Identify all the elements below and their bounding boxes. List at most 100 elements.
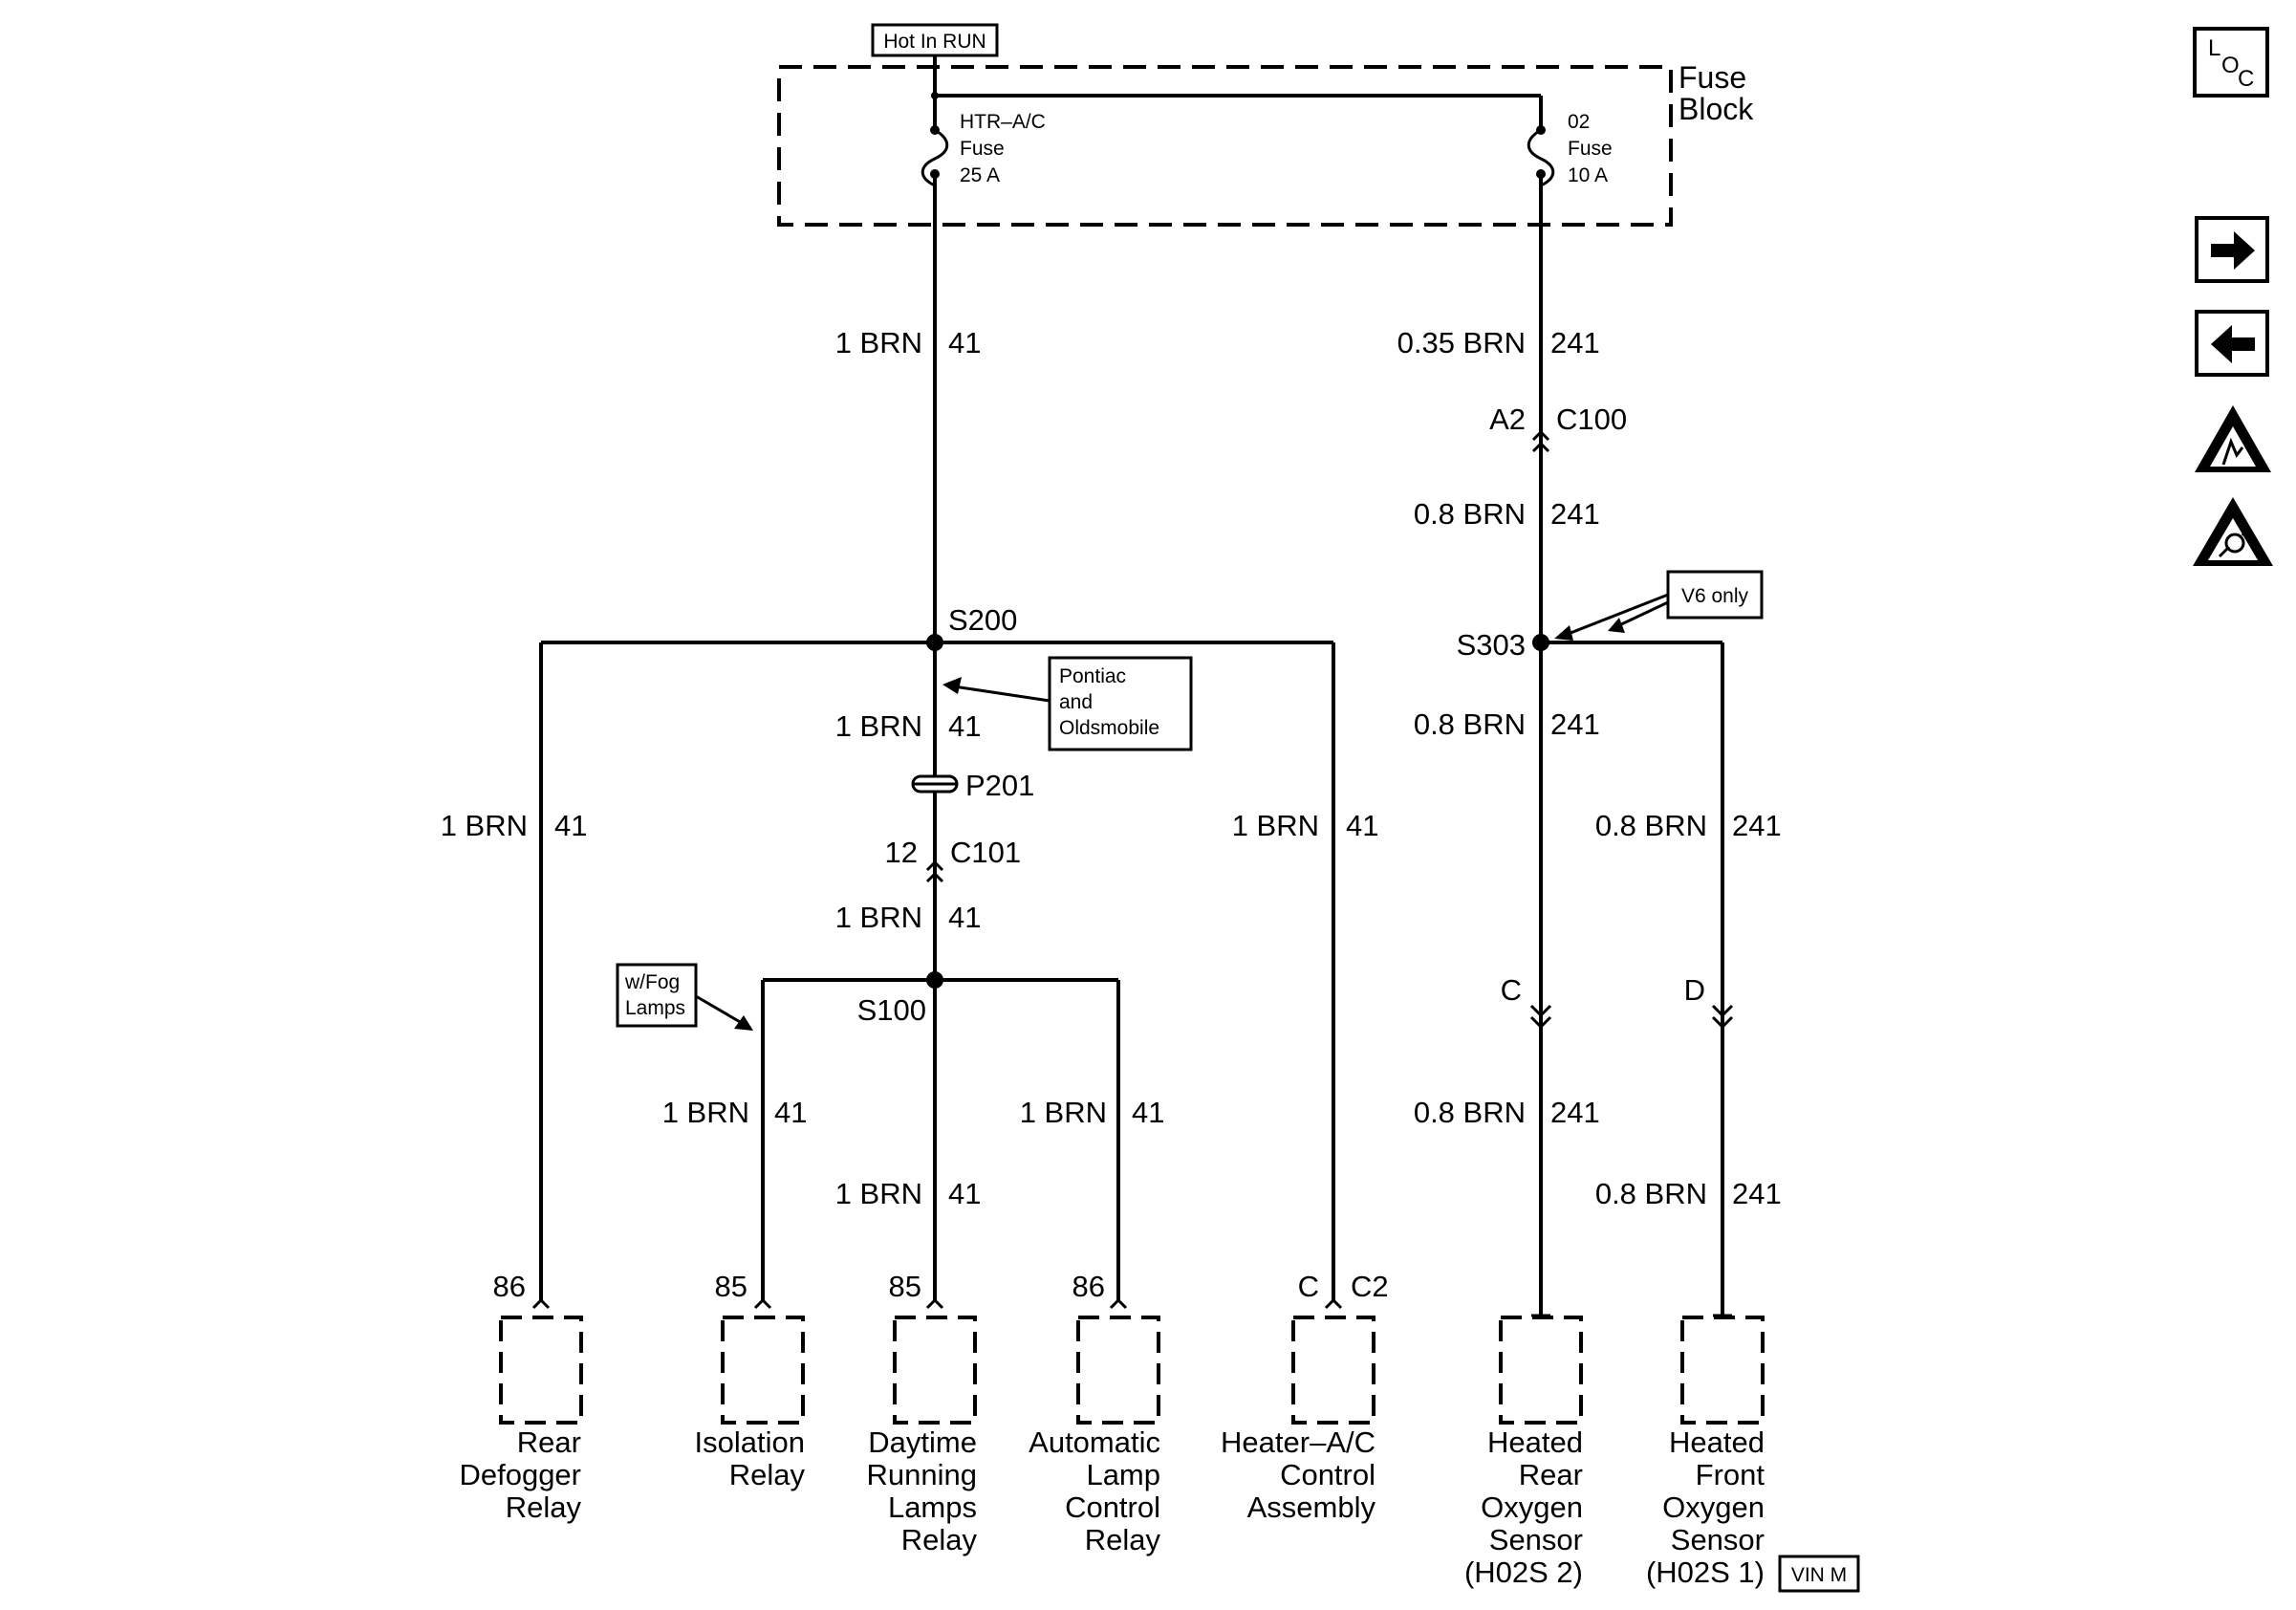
svg-text:Relay: Relay — [1085, 1523, 1161, 1556]
drl-pin: 85 — [889, 1270, 921, 1303]
svg-text:Isolation: Isolation — [695, 1425, 805, 1459]
isolation-relay-box — [721, 1316, 805, 1425]
w1-circuit-label: 41 — [948, 326, 981, 359]
auto-lamp-pin: 86 — [1072, 1270, 1105, 1303]
svg-text:Oxygen: Oxygen — [1481, 1490, 1583, 1524]
w3-gauge-label: 0.8 BRN — [1414, 497, 1526, 531]
pontiac-oldsmobile-note: Pontiac and Oldsmobile — [942, 656, 1193, 751]
s100-label: S100 — [857, 993, 926, 1027]
svg-text:Control: Control — [1280, 1458, 1375, 1491]
w4-circuit-label: 41 — [948, 709, 981, 743]
pontiac-note-line2: and — [1059, 691, 1093, 713]
svg-text:Defogger: Defogger — [459, 1458, 581, 1491]
w5-circuit-label: 41 — [948, 901, 981, 934]
fuse2-rating: 10 A — [1568, 164, 1608, 186]
circuit-41-trunk: 1 BRN 41 S200 1 BRN 41 P201 12 C101 1 BR… — [541, 174, 1333, 1027]
svg-text:L: L — [2208, 35, 2220, 61]
airbag-warning-button[interactable] — [2193, 497, 2273, 566]
branch-isolation-relay: 1 BRN 41 85 Isolation Relay — [662, 980, 807, 1491]
w3-circuit-label: 241 — [1550, 497, 1600, 531]
svg-text:Sensor: Sensor — [1671, 1523, 1765, 1556]
w2-circuit-label: 241 — [1550, 326, 1600, 359]
loc-button[interactable]: L O C — [2193, 27, 2269, 98]
svg-text:Heated: Heated — [1487, 1425, 1583, 1459]
hot-in-run-label: Hot In RUN — [883, 31, 986, 53]
c101-connector-symbol — [925, 859, 944, 883]
w6-circuit-label: 41 — [554, 809, 587, 842]
front-o2-sensor-box — [1680, 1316, 1765, 1425]
branch-rear-o2-sensor: 0.8 BRN 241 C 0.8 BRN 241 Heated Rear Ox… — [1414, 642, 1600, 1589]
esd-warning-button[interactable] — [2195, 405, 2271, 472]
svg-text:(H02S 1): (H02S 1) — [1646, 1556, 1765, 1589]
w10-gauge-label: 1 BRN — [662, 1096, 749, 1129]
c101-pin-label: 12 — [885, 836, 918, 869]
svg-text:Daytime: Daytime — [868, 1425, 977, 1459]
svg-text:Sensor: Sensor — [1489, 1523, 1583, 1556]
w5-gauge-label: 1 BRN — [835, 901, 922, 934]
c100-connector-symbol — [1531, 429, 1550, 453]
svg-text:Relay: Relay — [506, 1490, 582, 1524]
svg-text:(H02S 2): (H02S 2) — [1464, 1556, 1583, 1589]
svg-text:Relay: Relay — [729, 1458, 806, 1491]
branch-heater-ac-control: 1 BRN 41 C C2 Heater–A/C Control Assembl… — [1221, 642, 1389, 1524]
w1-gauge-label: 1 BRN — [835, 326, 922, 359]
fuse-block-title-line1: Fuse — [1679, 60, 1746, 95]
v6-note-label: V6 only — [1681, 585, 1749, 607]
fuse1-type: Fuse — [960, 138, 1005, 160]
connector-d-label: D — [1684, 973, 1705, 1007]
circuit-241-trunk: 0.35 BRN 241 A2 C100 0.8 BRN 241 S303 — [1397, 174, 1722, 662]
w6-gauge-label: 1 BRN — [441, 809, 528, 842]
svg-text:Assembly: Assembly — [1247, 1490, 1376, 1524]
fuse2-type: Fuse — [1568, 138, 1613, 160]
vin-m-note: VIN M — [1778, 1555, 1860, 1593]
connector-c-symbol — [1529, 1004, 1552, 1030]
c100-pin-label: A2 — [1489, 402, 1526, 436]
w12-gauge-label: 1 BRN — [1020, 1096, 1107, 1129]
svg-text:Heated: Heated — [1669, 1425, 1765, 1459]
fuse-block-outline — [777, 65, 1673, 227]
location-icon[interactable] — [2193, 27, 2269, 98]
s303-label: S303 — [1457, 628, 1526, 662]
rear-defogger-relay-box — [499, 1316, 583, 1425]
fog-note-line2: Lamps — [625, 997, 685, 1019]
fuse1-name: HTR–A/C — [960, 111, 1046, 133]
branch-front-o2-sensor: 0.8 BRN 241 D 0.8 BRN 241 Heated Front O… — [1595, 642, 1782, 1589]
svg-text:Oxygen: Oxygen — [1662, 1490, 1765, 1524]
v6-arrow-icon-2 — [1608, 618, 1625, 633]
rear-o2-sensor-box — [1499, 1316, 1583, 1425]
w9-circuit-label: 241 — [1732, 809, 1782, 842]
s200-label: S200 — [948, 603, 1017, 637]
w2-gauge-label: 0.35 BRN — [1397, 326, 1526, 359]
w7-circuit-label: 41 — [1346, 809, 1378, 842]
svg-text:Rear: Rear — [1519, 1458, 1583, 1491]
w9-gauge-label: 0.8 BRN — [1595, 809, 1707, 842]
svg-text:Heater–A/C: Heater–A/C — [1221, 1425, 1375, 1459]
w11-circuit-label: 41 — [948, 1177, 981, 1210]
o2-fuse-symbol — [1527, 128, 1555, 187]
p201-label: P201 — [965, 769, 1034, 802]
heater-pin: C — [1298, 1270, 1319, 1303]
heater-ac-control-box — [1291, 1316, 1375, 1425]
w14-circuit-label: 241 — [1732, 1177, 1782, 1210]
w11-gauge-label: 1 BRN — [835, 1177, 922, 1210]
svg-text:O: O — [2221, 53, 2240, 78]
svg-text:Running: Running — [867, 1458, 977, 1491]
svg-text:Relay: Relay — [901, 1523, 978, 1556]
branch-rear-defogger: 1 BRN 41 86 Rear Defogger Relay — [441, 642, 587, 1524]
previous-page-button[interactable] — [2195, 310, 2269, 377]
v6-arrow-icon-1 — [1554, 625, 1573, 641]
fuse-block-title-line2: Block — [1679, 92, 1754, 126]
fog-arrow-icon — [734, 1015, 753, 1031]
w14-gauge-label: 0.8 BRN — [1595, 1177, 1707, 1210]
w8-gauge-label: 0.8 BRN — [1414, 707, 1526, 741]
pontiac-note-line3: Oldsmobile — [1059, 717, 1159, 739]
w8-circuit-label: 241 — [1550, 707, 1600, 741]
next-page-button[interactable] — [2195, 216, 2269, 283]
fog-lamps-note: w/Fog Lamps — [616, 963, 753, 1031]
w10-circuit-label: 41 — [774, 1096, 807, 1129]
connector-c-label: C — [1501, 973, 1522, 1007]
c101-label: C101 — [950, 836, 1021, 869]
c100-label: C100 — [1556, 402, 1627, 436]
vin-note-label: VIN M — [1791, 1564, 1847, 1586]
